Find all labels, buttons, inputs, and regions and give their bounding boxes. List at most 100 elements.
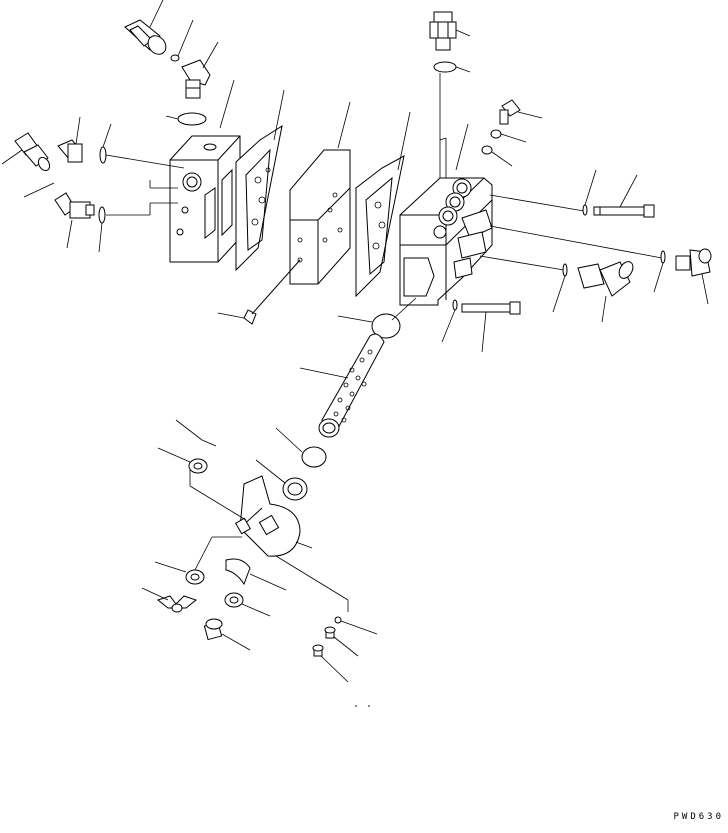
leader-line (1, 149, 23, 165)
leader-line (481, 311, 487, 353)
leader-line (701, 273, 709, 305)
leader-line (601, 295, 607, 323)
leader-line (66, 219, 73, 249)
assembly-line (479, 255, 565, 271)
washer-cap-2 (185, 569, 205, 585)
mark-dot (355, 705, 357, 707)
washer-right-2 (562, 263, 568, 277)
small-screw-1 (324, 626, 336, 639)
o-ring-small-right-2 (481, 145, 493, 155)
leader-line (295, 541, 313, 549)
leader-line (177, 19, 194, 57)
leader-line (441, 309, 456, 343)
assembly-line (194, 536, 213, 571)
washer-left-lower (98, 206, 106, 224)
mark-dot (368, 705, 370, 707)
o-ring-small-top (170, 54, 180, 62)
leader-line (275, 427, 303, 453)
cover-cap (234, 475, 301, 557)
assembly-line (489, 194, 585, 212)
gasket-ring (282, 477, 308, 501)
leader-line (340, 620, 378, 635)
seal-washer (224, 592, 244, 608)
leader-line (273, 89, 285, 141)
leader-line (165, 115, 179, 120)
drawing-code: PWD630 (673, 812, 724, 822)
leader-line (141, 587, 169, 601)
small-washer-bottom (334, 616, 342, 624)
leader-line (397, 111, 411, 171)
gasket-plate-2 (355, 155, 405, 298)
washer-cap-1 (188, 458, 208, 474)
leader-line (249, 573, 287, 591)
small-screw-2 (312, 644, 324, 657)
gasket-plate-1 (235, 124, 283, 272)
o-ring-cap (301, 446, 327, 468)
o-ring-filter-top (371, 313, 401, 339)
assembly-line (439, 137, 447, 141)
leader-line (241, 603, 271, 617)
swivel-fitting-right (675, 248, 712, 277)
leader-line (500, 133, 527, 143)
leader-line (584, 169, 597, 206)
o-ring-small-right-1 (490, 129, 502, 139)
nut-fitting-left (57, 139, 83, 163)
leader-line (337, 315, 373, 323)
washer-left (99, 146, 107, 164)
washer-bolt-bottom (452, 299, 458, 311)
curved-plate (225, 558, 251, 586)
leader-line (75, 116, 81, 145)
elbow-fitting-left (54, 192, 95, 219)
valve-block-right (399, 177, 493, 306)
leader-line (255, 459, 286, 484)
leader-line (491, 151, 513, 167)
leader-line (619, 174, 638, 208)
leader-line (337, 101, 351, 149)
leader-line (517, 111, 543, 119)
leader-line (221, 633, 251, 651)
assembly-line (189, 485, 247, 521)
leader-line (157, 447, 191, 463)
long-bolt-top (593, 204, 655, 218)
dowel-pin (243, 259, 301, 325)
filter-element (318, 333, 385, 438)
connector-fitting-left (14, 132, 51, 172)
leader-line (333, 636, 359, 657)
wing-nut (156, 595, 198, 613)
leader-line (175, 419, 203, 441)
leader-line (102, 123, 112, 148)
leader-line (552, 275, 566, 313)
center-plate (289, 149, 351, 285)
assembly-line (489, 225, 663, 259)
leader-line (299, 367, 349, 379)
valve-block-left (169, 135, 241, 263)
plug-bolt-bottom (203, 618, 223, 641)
leader-line (320, 655, 349, 683)
leader-line (455, 29, 471, 37)
washer-bolt-top (582, 204, 588, 216)
assembly-line (275, 555, 349, 601)
long-bolt-bottom (461, 301, 521, 315)
washer-right-1 (660, 250, 666, 264)
leader-line (202, 41, 219, 69)
elbow-fitting-right (577, 261, 634, 297)
swivel-fitting-top (124, 19, 167, 55)
plug-screw (499, 99, 521, 125)
o-ring-top-right (433, 61, 457, 73)
leader-line (98, 222, 103, 253)
leader-line (201, 439, 217, 447)
leader-line (149, 0, 164, 28)
elbow-fitting-top (181, 59, 211, 99)
leader-line (455, 66, 471, 73)
assembly-line (391, 297, 417, 321)
leader-line (154, 561, 187, 573)
o-ring-large-left (177, 112, 207, 126)
assembly-line (105, 154, 185, 169)
leader-line (455, 123, 469, 171)
straight-connector-top (429, 11, 457, 51)
leader-line (23, 182, 55, 198)
leader-line (653, 262, 664, 293)
leader-line (219, 79, 235, 129)
